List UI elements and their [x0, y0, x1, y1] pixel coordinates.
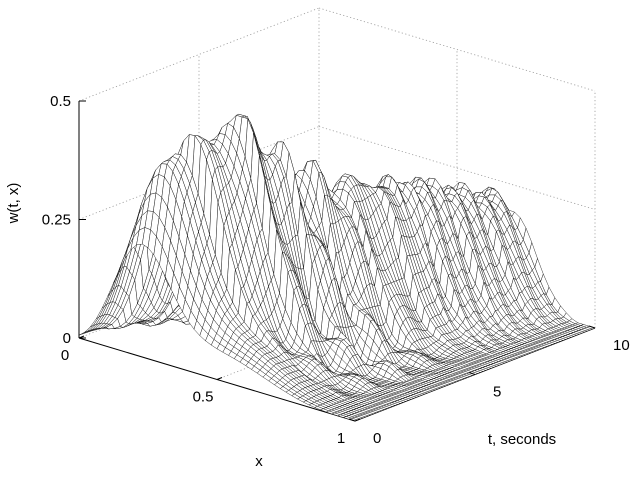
t-tick-label: 10 — [613, 337, 630, 354]
t-axis-label: t, seconds — [488, 431, 556, 448]
x-tick-label: 0 — [61, 347, 69, 364]
z-tick-label: 0.25 — [42, 212, 71, 229]
w-axis-label: w(t, x) — [5, 183, 22, 225]
x-tick — [217, 378, 222, 380]
x-tick-label: 1 — [337, 430, 345, 447]
t-tick-label: 5 — [493, 384, 501, 401]
t-tick-label: 0 — [373, 430, 381, 447]
x-tick-label: 0.5 — [193, 389, 214, 406]
mesh-surface — [79, 114, 595, 421]
x-axis-label: x — [255, 453, 263, 470]
z-tick-label: 0 — [63, 330, 71, 347]
z-tick-label: 0.5 — [50, 93, 71, 110]
